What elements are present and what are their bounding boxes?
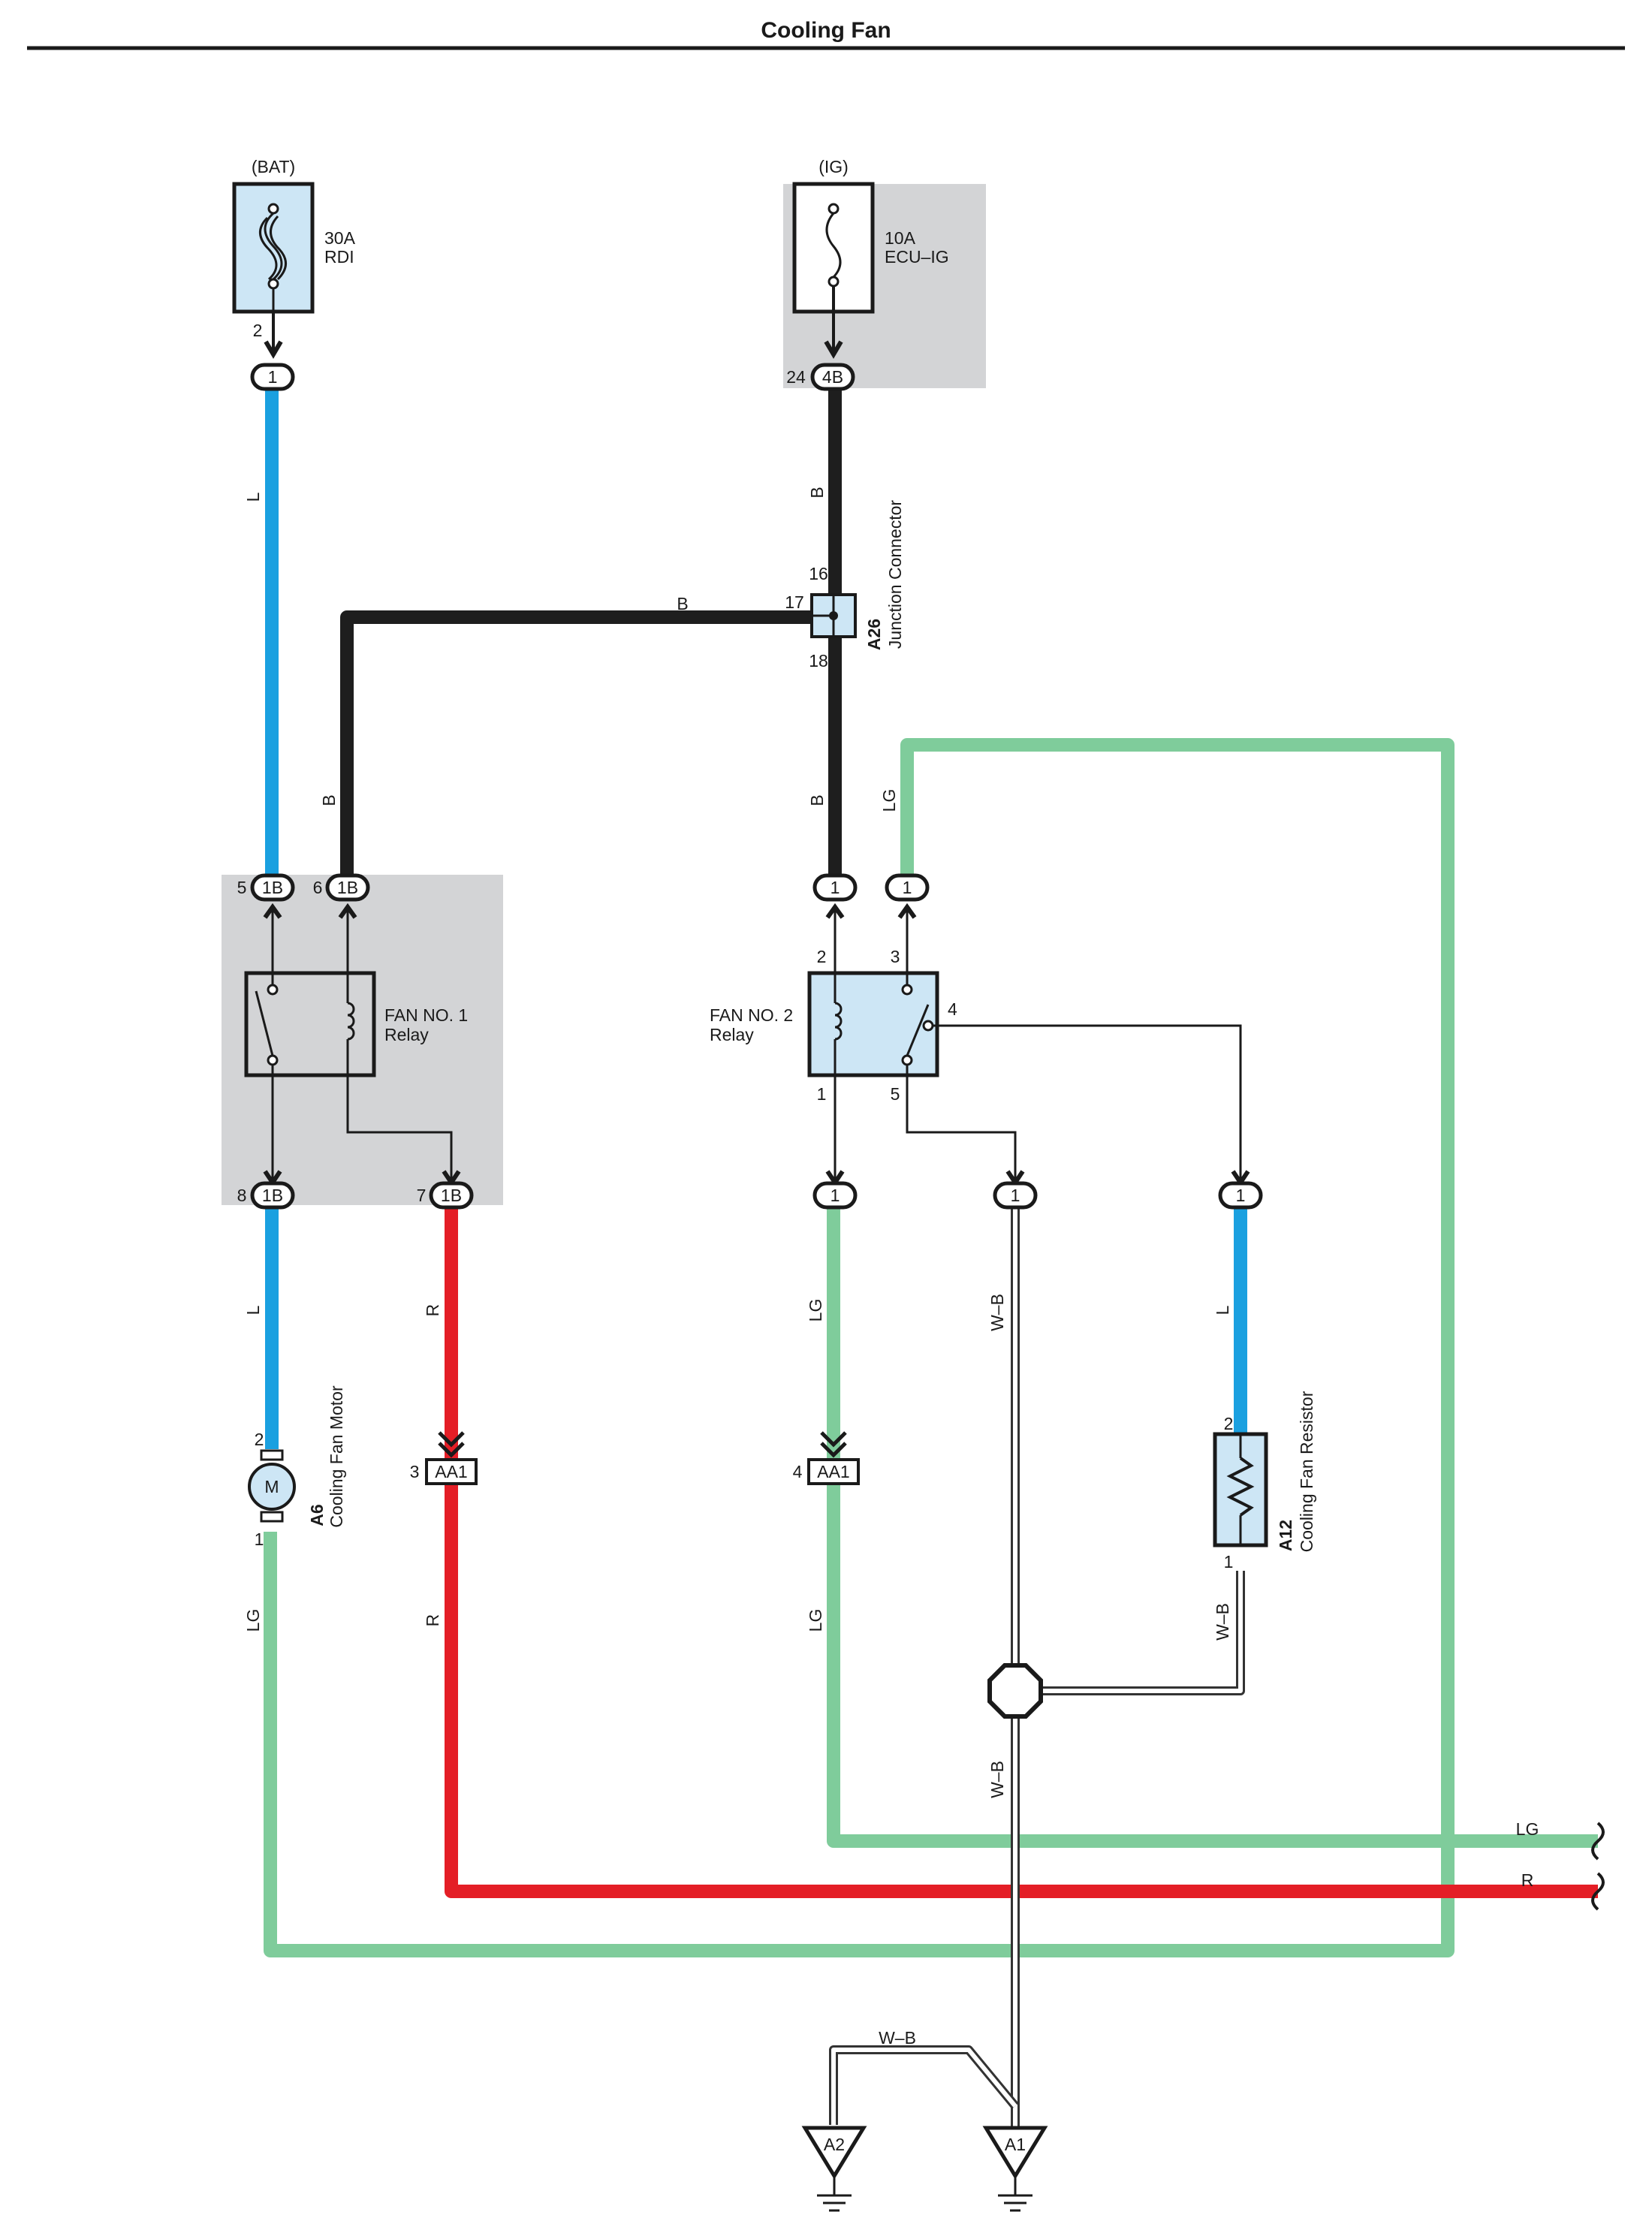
ig-label: (IG)	[818, 157, 849, 176]
wire-label-l-res: L	[1213, 1305, 1232, 1315]
relay1-conn-5: 1B	[262, 878, 283, 897]
relay2-conn-top-2: 1	[903, 878, 912, 897]
motor-pin-bottom: 1	[255, 1529, 264, 1549]
wire-label-b-relay1: B	[319, 794, 339, 806]
ground-a1-label: A1	[1005, 2135, 1026, 2154]
wires	[264, 389, 1598, 2140]
wire-label-b-top: B	[677, 594, 688, 613]
ig-conn: 4B	[822, 367, 843, 387]
ground-splice-point	[987, 1663, 1043, 1719]
aa1-pin-3: 3	[410, 1462, 420, 1481]
bat-fuse: (BAT) 30A RDI 2 1	[232, 157, 356, 391]
fan-no1-relay: 1B 5 1B 6 FAN NO. 1 Relay 1B 8 1B 7	[237, 873, 474, 1210]
aa1-connector-3: AA1 3	[410, 1431, 478, 1485]
junction-pin-17: 17	[785, 592, 804, 612]
resistor-name: Cooling Fan Resistor	[1297, 1391, 1316, 1552]
page-title: Cooling Fan	[761, 18, 891, 43]
motor-name: Cooling Fan Motor	[327, 1385, 346, 1528]
motor-code: A6	[307, 1504, 327, 1526]
wire-label-l-bat: L	[243, 492, 263, 502]
wire-label-wb-1: W–B	[987, 1294, 1007, 1331]
wire-b-relay1	[340, 610, 813, 875]
cooling-fan-resistor-a12: 2 1 A12 Cooling Fan Resistor	[1213, 1391, 1316, 1572]
wire-label-lg-2: LG	[806, 1609, 825, 1632]
relay2-pin-4: 4	[948, 999, 957, 1019]
ig-fuse-name: ECU–IG	[885, 247, 949, 267]
bat-label: (BAT)	[252, 157, 295, 176]
motor-symbol: M	[264, 1477, 279, 1496]
bat-pin: 2	[253, 321, 263, 340]
wire-lg-exit	[827, 1483, 1598, 1848]
relay1-pin-7: 7	[417, 1186, 427, 1205]
wire-wb-res-inner	[1040, 1571, 1243, 1693]
junction-connector-a26: 16 17 18 A26 Junction Connector	[785, 500, 905, 671]
wire-r-exit	[445, 1483, 1598, 1898]
wire-label-wb-2: W–B	[987, 1761, 1007, 1798]
wire-label-lg-motor: LG	[243, 1609, 263, 1632]
aa1-conn-3: AA1	[435, 1462, 467, 1481]
motor-pin-top: 2	[255, 1430, 264, 1449]
relay2-pin-5: 5	[891, 1084, 900, 1104]
wire-label-l-motor: L	[243, 1305, 263, 1315]
wire-labels: L B B B B LG L R LG W–B L LG R LG W–B W–…	[243, 487, 1539, 2048]
fan-no2-relay: 1 1 2 3 FAN NO. 2 Relay 4 1 5 1	[710, 873, 1263, 1210]
wire-label-r-exit: R	[1521, 1870, 1534, 1890]
wire-label-lg-exit: LG	[1516, 1819, 1539, 1839]
ig-fuse-amp: 10A	[885, 228, 916, 248]
resistor-pin-bottom: 1	[1224, 1552, 1234, 1572]
relay2-pin-1: 1	[817, 1084, 827, 1104]
wire-lg-loop	[264, 738, 1455, 1957]
relay2-conn-bottom-2: 1	[1011, 1186, 1020, 1205]
ig-fuse: (IG) 10A ECU–IG 4B 24	[786, 157, 949, 391]
wire-label-lg-top: LG	[879, 789, 899, 812]
relay2-pin-3: 3	[891, 947, 900, 966]
relay1-conn-6: 1B	[337, 878, 358, 897]
cooling-fan-motor-a6: 2 M 1 A6 Cooling Fan Motor	[248, 1385, 346, 1549]
relay1-name-line1: FAN NO. 1	[384, 1005, 468, 1025]
ground-a2: A2	[801, 2126, 867, 2212]
relay2-name-line1: FAN NO. 2	[710, 1005, 793, 1025]
wire-label-lg-fan2: LG	[806, 1299, 825, 1322]
relay1-conn-8: 1B	[262, 1186, 283, 1205]
wire-label-b-relay2: B	[807, 794, 827, 806]
junction-pin-18: 18	[809, 651, 828, 671]
relay1-conn-7: 1B	[441, 1186, 462, 1205]
junction-pin-16: 16	[809, 564, 828, 583]
aa1-connector-4: AA1 4	[793, 1431, 860, 1485]
relay2-pin-2: 2	[817, 947, 827, 966]
wire-label-b-ig: B	[807, 487, 827, 498]
bat-fuse-amp: 30A	[324, 228, 356, 248]
bat-fuse-name: RDI	[324, 247, 354, 267]
wire-wb-a2-inner	[831, 2048, 1017, 2125]
ig-pin: 24	[786, 367, 806, 387]
wire-break-lg	[1591, 1822, 1605, 1861]
wire-label-wb-res: W–B	[1213, 1603, 1232, 1641]
resistor-code: A12	[1276, 1520, 1295, 1551]
wire-break-r	[1591, 1872, 1605, 1911]
bat-conn: 1	[268, 367, 278, 387]
relay1-pin-5: 5	[237, 878, 247, 897]
ground-a1: A1	[982, 2126, 1048, 2212]
relay2-conn-bottom-3: 1	[1236, 1186, 1246, 1205]
ground-a2-label: A2	[824, 2135, 845, 2154]
relay2-name-line2: Relay	[710, 1025, 754, 1044]
relay1-name-line2: Relay	[384, 1025, 429, 1044]
junction-name: Junction Connector	[885, 500, 905, 649]
resistor-pin-top: 2	[1224, 1414, 1234, 1433]
relay1-pin-6: 6	[313, 878, 323, 897]
wire-label-wb-ground: W–B	[879, 2028, 916, 2048]
wire-label-r-2: R	[423, 1614, 442, 1627]
wire-wb-a2	[829, 2045, 1019, 2125]
relay2-conn-top-1: 1	[831, 878, 840, 897]
junction-code: A26	[864, 619, 884, 650]
aa1-pin-4: 4	[793, 1462, 803, 1481]
aa1-conn-4: AA1	[817, 1462, 849, 1481]
relay2-conn-bottom-1: 1	[831, 1186, 840, 1205]
wire-label-r-1: R	[423, 1304, 442, 1317]
relay1-pin-8: 8	[237, 1186, 247, 1205]
wire-wb-res	[1040, 1571, 1245, 1695]
